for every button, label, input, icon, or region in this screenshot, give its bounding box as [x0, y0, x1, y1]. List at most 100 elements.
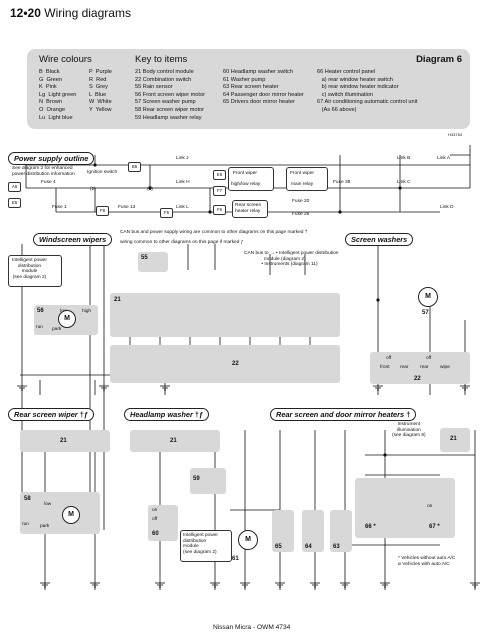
- rear-run-label: run: [22, 522, 29, 527]
- component-63: 63: [330, 510, 352, 552]
- component-67-number: 67 *: [429, 524, 440, 530]
- component-64-number: 64: [305, 544, 312, 550]
- page-number: 12•20: [10, 6, 41, 20]
- wire-colour-5: O Orange: [39, 106, 66, 113]
- heaters-component-21: 21: [440, 428, 470, 452]
- wire-colour-b-1: R Red: [89, 76, 107, 83]
- headlamp-washer-pump-motor: M: [238, 530, 258, 550]
- ground-symbol: [380, 582, 390, 588]
- connector-tag-e6: E6: [213, 170, 226, 180]
- ground-symbol: [210, 582, 220, 588]
- component-56-number: 56: [37, 308, 44, 314]
- link-l-label: Link L: [176, 205, 189, 210]
- headlamp-component-21: 21: [130, 430, 220, 452]
- wiper-motor-symbol: M: [58, 310, 76, 328]
- rear-wiper-title: Rear screen wiper †ƒ: [8, 408, 94, 421]
- rear-wiper-motor: M: [62, 506, 80, 524]
- key-item-3: 56 Front screen wiper motor: [135, 91, 205, 98]
- ground-symbol: [160, 385, 170, 391]
- component-60-number: 60: [152, 531, 159, 537]
- headlamp-comp21-number: 21: [170, 438, 177, 444]
- rear-wiper-title-text: Rear screen wiper: [14, 410, 78, 419]
- ipdm-label: Intelligent power distribution module (s…: [12, 258, 47, 280]
- rsh-relay-label: Rear screen heater relay: [235, 203, 262, 214]
- legend-marked: wiring common to other diagrams on this …: [120, 240, 244, 245]
- washer-rear-label-2: rear: [420, 365, 429, 370]
- key-title: Key to items: [135, 54, 188, 65]
- ground-symbol: [90, 582, 100, 588]
- page-header: 12•20 Wiring diagrams: [10, 6, 131, 20]
- component-66-number: 66 *: [365, 524, 376, 530]
- wire-colour-b-4: W White: [89, 99, 112, 106]
- fuse26-label: Fuse 26: [292, 212, 310, 217]
- key-item-4: 57 Screen washer pump: [135, 99, 196, 106]
- connector-tag-f6: F6: [213, 205, 226, 215]
- key-item-c-5: (As 66 above): [317, 106, 357, 113]
- key-item-b-4: 65 Drivers door mirror heater: [223, 99, 295, 106]
- component-22-combination-switch: 22: [110, 345, 340, 383]
- power-supply-title: Power supply outline: [8, 152, 95, 165]
- component-59: 59: [190, 468, 226, 494]
- fuse13-label: Fuse 13: [118, 205, 136, 210]
- component-21-body-control: 21: [110, 293, 340, 337]
- can-bus-note: CAN bus to → • Intelligent power distrib…: [244, 251, 339, 268]
- headlamp-ipdm-label: Intelligent power distribution module (s…: [183, 533, 218, 555]
- page-title: Wiring diagrams: [44, 6, 131, 20]
- wire-colour-4: N Brown: [39, 99, 63, 106]
- washer-wipe-label: wipe: [440, 365, 450, 370]
- ground-symbol: [40, 582, 50, 588]
- key-item-1: 22 Combination switch: [135, 76, 192, 83]
- front-wiper-label: Front wiper: [233, 171, 257, 176]
- fuse38-label: Fuse 38: [333, 180, 351, 185]
- ground-symbol: [470, 582, 480, 588]
- ground-symbol: [340, 582, 350, 588]
- ipdm-box: Intelligent power distribution module (s…: [8, 255, 62, 287]
- fuse1-label: Fuse 1: [52, 205, 67, 210]
- component-55-number: 55: [141, 255, 148, 261]
- ground-symbol: [275, 582, 285, 588]
- component-57-number: 57: [422, 310, 429, 316]
- wire-colour-1: G Green: [39, 76, 63, 83]
- ground-symbol: [155, 582, 165, 588]
- key-item-b-3: 64 Passenger door mirror heater: [223, 91, 304, 98]
- ign-pos1: (1): [147, 187, 153, 192]
- key-item-c-3: c) switch illumination: [317, 91, 373, 98]
- rear-park-label: park: [40, 524, 50, 529]
- component-55: 55: [138, 252, 168, 272]
- heater-on-label: on: [427, 504, 433, 509]
- page-footer: Nissan Micra - OWM 4734: [213, 624, 291, 631]
- key-item-c-4: 67 Air conditioning automatic control un…: [317, 99, 418, 106]
- component-59-number: 59: [193, 476, 200, 482]
- key-items-col3: 66 Heater control panel a) rear window h…: [317, 69, 417, 115]
- washer-front-label: front: [380, 365, 390, 370]
- connector-tag-f8: F8: [96, 206, 109, 216]
- ground-symbol: [99, 385, 109, 391]
- main-relay-label: main relay: [291, 182, 314, 187]
- component-22-number: 22: [232, 361, 239, 367]
- power-supply-note: See diagram 2 for enhanced power distrib…: [12, 166, 75, 177]
- wire-colour-b-2: S Grey: [89, 84, 108, 91]
- connector-tag-b6: B6: [128, 162, 141, 172]
- ground-symbol: [373, 385, 383, 391]
- connector-tag-f5: F5: [160, 208, 173, 218]
- wire-colour-b-5: Y Yellow: [89, 106, 112, 113]
- auto-ac-note: * Vehicles without auto A/C ø Vehicles w…: [398, 556, 456, 567]
- headlamp-on-label: on: [152, 508, 158, 513]
- component-58: 58 low run park: [20, 492, 100, 534]
- ref-code: H33754: [448, 132, 463, 137]
- key-item-6: 59 Headlamp washer relay: [135, 114, 202, 121]
- ignition-switch-label: Ignition switch: [87, 170, 118, 175]
- key-item-b-0: 60 Headlamp washer switch: [223, 69, 293, 75]
- rear-heaters-mark: †: [406, 410, 411, 419]
- washer-pump-motor: M: [418, 287, 438, 307]
- component-60: on off 60: [148, 505, 178, 541]
- ground-symbol: [240, 582, 250, 588]
- run-label: run: [36, 325, 43, 330]
- front-wiper-relay-1: Front wiper high/low relay: [228, 167, 274, 191]
- key-item-0: 21 Body control module: [135, 69, 194, 75]
- component-21-number: 21: [114, 297, 121, 303]
- component-58-number: 58: [24, 496, 31, 502]
- legend-common: CAN bus and power supply wiring are comm…: [120, 230, 308, 235]
- park-label: park: [52, 327, 62, 332]
